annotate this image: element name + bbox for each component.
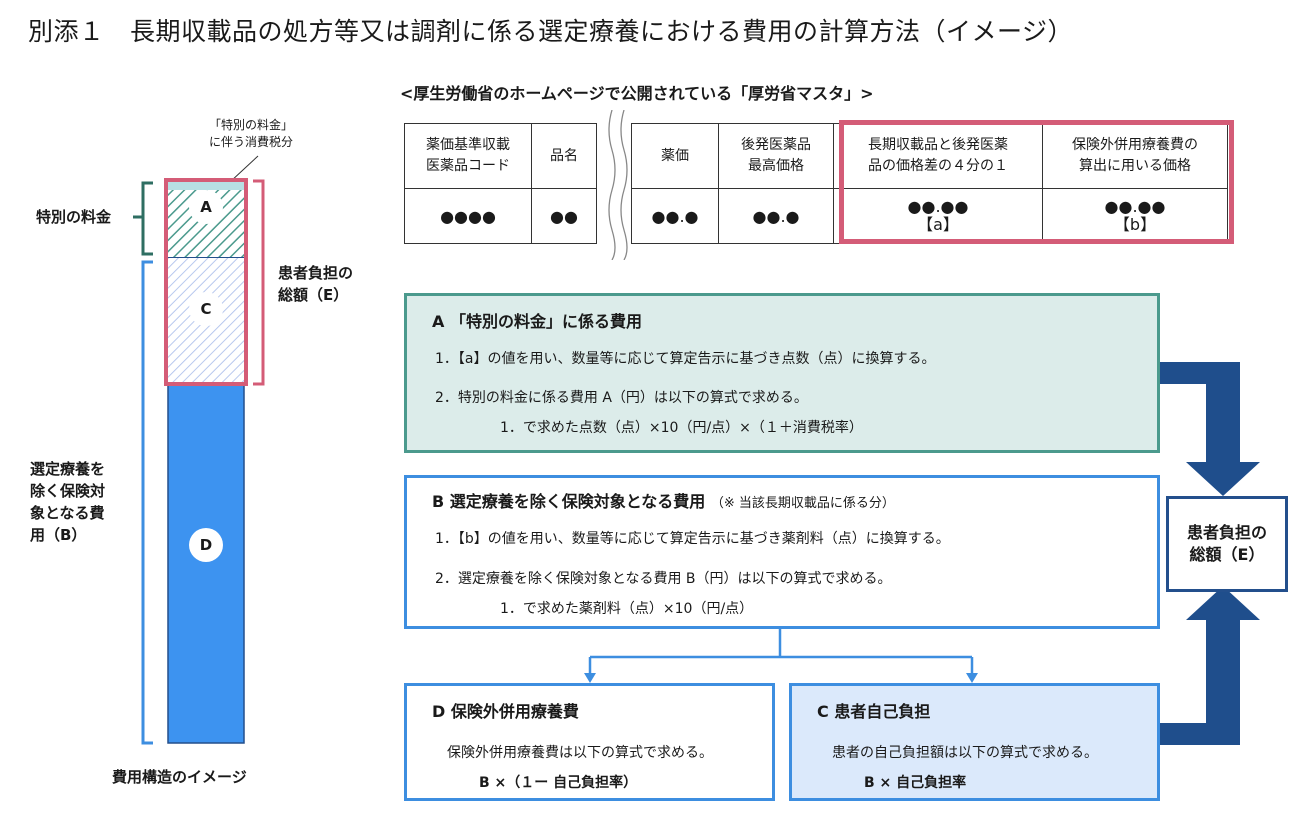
cell-generic-max: ●●.● xyxy=(718,188,834,244)
box-e-patient-total: 患者負担の 総額（E） xyxy=(1166,496,1288,592)
box-d-line2: B ×（１ー 自己負担率） xyxy=(479,775,638,791)
header-price: 薬価 xyxy=(631,123,719,189)
header-calc-price: 保険外併用療養費の 算出に用いる価格 xyxy=(1042,123,1228,189)
box-a-line1: 1．【a】の値を用い、数量等に応じて算定告示に基づき点数（点）に換算する。 xyxy=(435,351,936,367)
box-c-line2: B × 自己負担率 xyxy=(864,775,967,791)
circle-c: C xyxy=(189,292,223,326)
box-c-heading: C 患者自己負担 xyxy=(817,702,931,721)
box-b-insurance-cost: B 選定療養を除く保険対象となる費用 （※ 当該長期収載品に係る分） 1．【b】… xyxy=(404,475,1160,629)
box-c-patient-copay: C 患者自己負担 患者の自己負担額は以下の算式で求める。 B × 自己負担率 xyxy=(789,683,1160,801)
box-e-label: 患者負担の 総額（E） xyxy=(1186,523,1267,564)
cell-price-diff: ●●.●● 【a】 xyxy=(833,188,1043,244)
label-insurance-b: 選定療養を 除く保険対 象となる費 用（B） xyxy=(30,460,106,544)
total-arrows xyxy=(1160,362,1260,745)
box-d-line1: 保険外併用療養費は以下の算式で求める。 xyxy=(447,745,713,761)
cell-name: ●● xyxy=(531,188,597,244)
column-omission-mark xyxy=(608,110,628,260)
box-a-line2: 2．特別の料金に係る費用 A（円）は以下の算式で求める。 xyxy=(435,390,808,406)
circle-a: A xyxy=(189,190,223,224)
cell-code: ●●●● xyxy=(404,188,532,244)
page-title: 別添１ 長期収載品の処方等又は調剤に係る選定療養における費用の計算方法（イメージ… xyxy=(28,17,1074,46)
label-special-fee: 特別の料金 xyxy=(36,208,112,226)
box-a-special-fee: A 「特別の料金」に係る費用 1．【a】の値を用い、数量等に応じて算定告示に基づ… xyxy=(404,293,1160,453)
cell-price: ●●.● xyxy=(631,188,719,244)
box-b-heading: B 選定療養を除く保険対象となる費用 （※ 当該長期収載品に係る分） xyxy=(432,488,895,512)
header-name: 品名 xyxy=(531,123,597,189)
diagram-caption: 費用構造のイメージ xyxy=(112,768,247,786)
cost-structure-bar xyxy=(133,155,265,745)
header-generic-max: 後発医薬品 最高価格 xyxy=(718,123,834,189)
box-b-heading-note: （※ 当該長期収載品に係る分） xyxy=(710,496,895,511)
table-row: ●●●● ●● ●●.● ●●.● ●●.●● 【a】 ●●.●● 【b】 xyxy=(404,188,1228,244)
box-b-line3: 1．で求めた薬剤料（点）×10（円/点） xyxy=(500,601,754,617)
box-b-line1: 1．【b】の値を用い、数量等に応じて算定告示に基づき薬剤料（点）に換算する。 xyxy=(435,531,950,547)
header-code: 薬価基準収載 医薬品コード xyxy=(404,123,532,189)
highlight-box xyxy=(839,120,1234,244)
header-price-diff: 長期収載品と後発医薬 品の価格差の４分の１ xyxy=(833,123,1043,189)
tax-note: 「特別の料金」 に伴う消費税分 xyxy=(208,118,293,149)
split-arrows xyxy=(584,629,978,683)
box-a-line3: 1．で求めた点数（点）×10（円/点）×（１＋消費税率） xyxy=(500,420,863,436)
master-table: 薬価基準収載 医薬品コード 品名 薬価 後発医薬品 最高価格 長期収載品と後発医… xyxy=(404,123,1228,244)
box-c-line1: 患者の自己負担額は以下の算式で求める。 xyxy=(832,745,1098,761)
label-patient-total: 患者負担の 総額（E） xyxy=(278,264,354,304)
table-header-row: 薬価基準収載 医薬品コード 品名 薬価 後発医薬品 最高価格 長期収載品と後発医… xyxy=(404,123,1228,189)
circle-d: D xyxy=(189,528,223,562)
box-d-insurance-benefit: D 保険外併用療養費 保険外併用療養費は以下の算式で求める。 B ×（１ー 自己… xyxy=(404,683,775,801)
box-b-line2: 2．選定療養を除く保険対象となる費用 B（円）は以下の算式で求める。 xyxy=(435,571,892,587)
box-d-heading: D 保険外併用療養費 xyxy=(432,702,579,721)
box-b-heading-text: B 選定療養を除く保険対象となる費用 xyxy=(432,492,706,511)
table-subtitle: <厚生労働省のホームページで公開されている「厚労省マスタ」> xyxy=(400,84,874,103)
box-a-heading: A 「特別の料金」に係る費用 xyxy=(432,312,642,331)
cell-calc-price: ●●.●● 【b】 xyxy=(1042,188,1228,244)
